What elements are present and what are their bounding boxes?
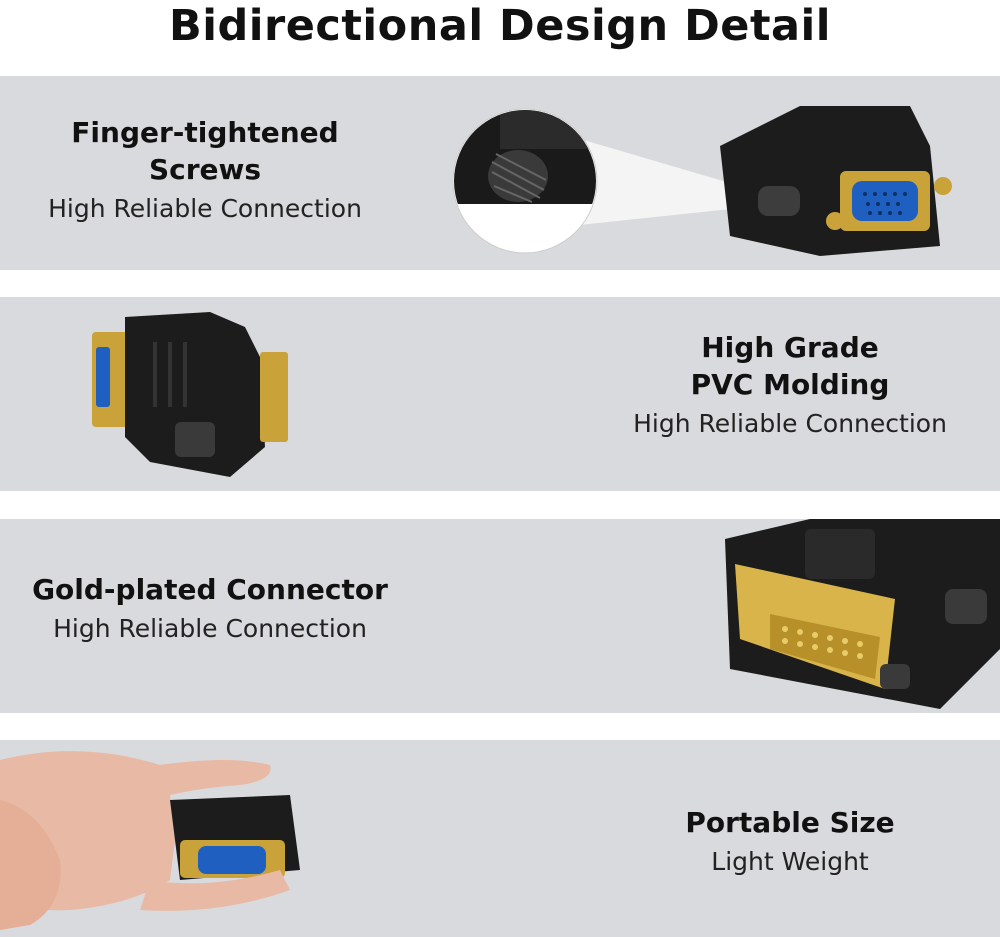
dvi-gold-connector-image xyxy=(725,519,1000,709)
feature-heading-line1: Gold-plated Connector xyxy=(32,573,388,606)
feature-band-screws: Finger-tightened Screws High Reliable Co… xyxy=(0,76,1000,270)
feature-heading-line2: Screws xyxy=(148,153,262,186)
feature-heading-portable: Portable Size Light Weight xyxy=(590,804,990,879)
feature-heading-screws: Finger-tightened Screws High Reliable Co… xyxy=(0,114,410,226)
feature-band-portable: Portable Size Light Weight xyxy=(0,740,1000,937)
page-title: Bidirectional Design Detail xyxy=(168,1,832,51)
feature-subtitle: High Reliable Connection xyxy=(633,409,947,438)
feature-heading-line2: PVC Molding xyxy=(690,368,890,401)
feature-heading-pvc: High Grade PVC Molding High Reliable Con… xyxy=(580,329,1000,441)
feature-subtitle: Light Weight xyxy=(711,847,869,876)
feature-heading-line1: Finger-tightened xyxy=(71,116,339,149)
feature-band-gold: Gold-plated Connector High Reliable Conn… xyxy=(0,519,1000,713)
feature-heading-line1: High Grade xyxy=(701,331,879,364)
feature-heading-gold: Gold-plated Connector High Reliable Conn… xyxy=(0,571,420,646)
feature-band-pvc: High Grade PVC Molding High Reliable Con… xyxy=(0,297,1000,491)
adapter-in-hand-image xyxy=(0,751,300,930)
feature-subtitle: High Reliable Connection xyxy=(53,614,367,643)
feature-subtitle: High Reliable Connection xyxy=(48,194,362,223)
adapter-side-view-image xyxy=(92,312,288,477)
adapter-screw-closeup-image xyxy=(452,106,952,256)
feature-heading-line1: Portable Size xyxy=(685,806,895,839)
